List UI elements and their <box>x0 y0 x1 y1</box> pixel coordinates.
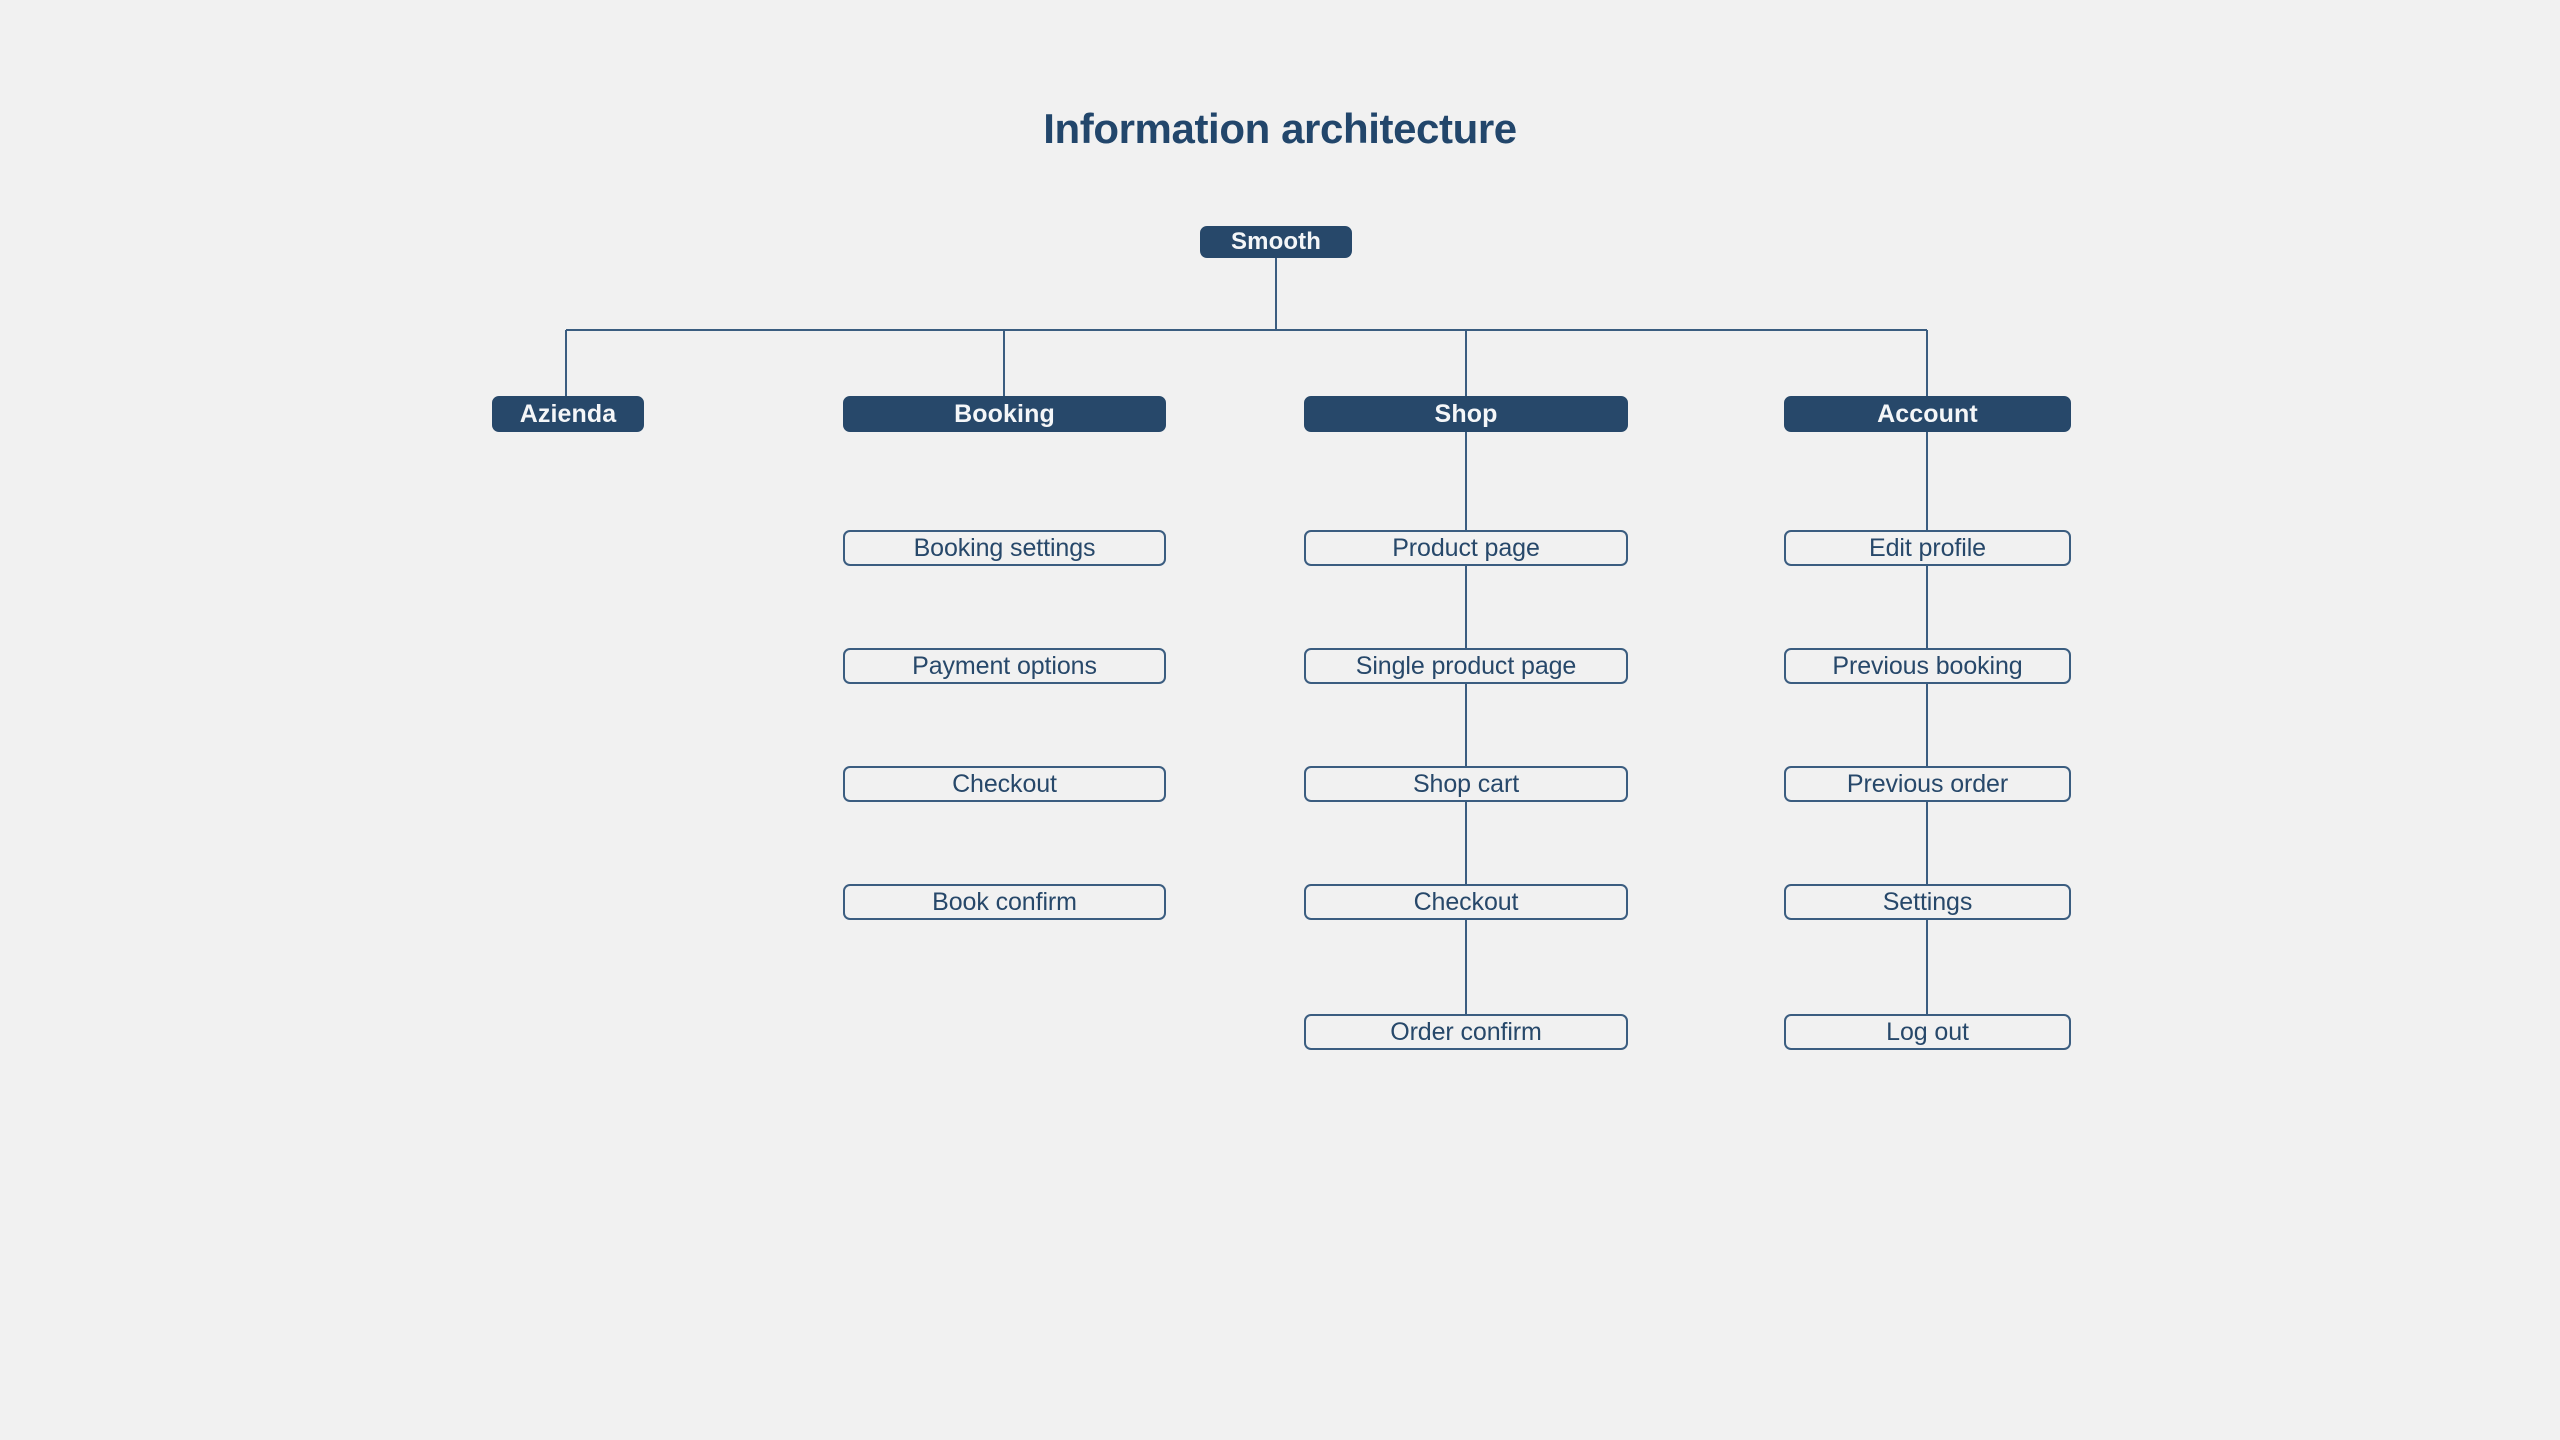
leaf-node-account-previous-order[interactable]: Previous order <box>1784 766 2071 802</box>
leaf-node-account-edit-profile[interactable]: Edit profile <box>1784 530 2071 566</box>
branch-node-azienda[interactable]: Azienda <box>492 396 644 432</box>
node-label: Booking <box>954 399 1055 428</box>
page-title: Information architecture <box>1043 105 1517 152</box>
node-label: Smooth <box>1231 228 1321 255</box>
node-label: Previous order <box>1846 769 2009 798</box>
leaf-node-booking-book-confirm[interactable]: Book confirm <box>843 884 1166 920</box>
node-label: Single product page <box>1355 651 1577 680</box>
leaf-node-account-previous-booking[interactable]: Previous booking <box>1784 648 2071 684</box>
leaf-node-shop-shop-cart[interactable]: Shop cart <box>1304 766 1628 802</box>
node-label: Order confirm <box>1390 1017 1542 1046</box>
node-label: Book confirm <box>932 887 1077 916</box>
node-label: Azienda <box>519 399 617 428</box>
leaf-node-booking-booking-settings[interactable]: Booking settings <box>843 530 1166 566</box>
branch-node-account[interactable]: Account <box>1784 396 2071 432</box>
node-label: Settings <box>1882 887 1973 916</box>
leaf-node-shop-order-confirm[interactable]: Order confirm <box>1304 1014 1628 1050</box>
leaf-node-shop-product-page[interactable]: Product page <box>1304 530 1628 566</box>
root-node-smooth[interactable]: Smooth <box>1200 226 1352 258</box>
node-label: Booking settings <box>913 533 1096 562</box>
node-label: Edit profile <box>1869 533 1986 562</box>
node-label: Log out <box>1886 1017 1969 1046</box>
node-label: Account <box>1877 399 1978 428</box>
leaf-node-booking-checkout[interactable]: Checkout <box>843 766 1166 802</box>
leaf-node-booking-payment-options[interactable]: Payment options <box>843 648 1166 684</box>
node-label: Checkout <box>952 769 1057 798</box>
node-label: Shop cart <box>1412 769 1520 798</box>
leaf-node-shop-single-product-page[interactable]: Single product page <box>1304 648 1628 684</box>
node-label: Shop <box>1434 399 1498 428</box>
node-label: Payment options <box>912 651 1097 680</box>
leaf-node-account-settings[interactable]: Settings <box>1784 884 2071 920</box>
branch-node-shop[interactable]: Shop <box>1304 396 1628 432</box>
leaf-node-account-log-out[interactable]: Log out <box>1784 1014 2071 1050</box>
branch-node-booking[interactable]: Booking <box>843 396 1166 432</box>
leaf-node-shop-checkout[interactable]: Checkout <box>1304 884 1628 920</box>
node-label: Previous booking <box>1832 651 2023 680</box>
node-label: Product page <box>1392 533 1540 562</box>
node-label: Checkout <box>1413 887 1519 916</box>
